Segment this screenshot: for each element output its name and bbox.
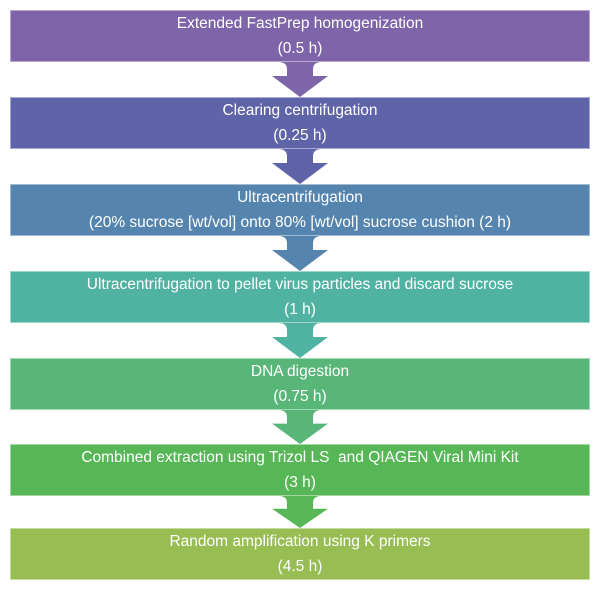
step-duration: (0.25 h) — [273, 127, 327, 144]
step-title: DNA digestion — [250, 363, 350, 380]
down-arrow-icon — [272, 149, 328, 184]
step-box-ultracentrifugation-cushion: Ultracentrifugation (20% sucrose [wt/vol… — [10, 184, 590, 236]
step-duration: (0.5 h) — [277, 40, 323, 57]
step-box-clearing-centrifugation: Clearing centrifugation (0.25 h) — [10, 97, 590, 149]
step-detail: (20% sucrose [wt/vol] onto 80% [wt/vol] … — [88, 214, 512, 231]
step-title: Combined extraction using Trizol LS and … — [81, 449, 519, 466]
step-duration: (0.75 h) — [273, 388, 327, 405]
step-title: Ultracentrifugation — [237, 189, 363, 206]
step-title: Extended FastPrep homogenization — [176, 15, 424, 32]
down-arrow-icon — [272, 410, 328, 444]
step-title: Ultracentrifugation to pellet virus part… — [86, 276, 514, 293]
step-duration: (1 h) — [284, 301, 316, 318]
down-arrow-icon — [272, 236, 328, 271]
step-duration: (3 h) — [284, 474, 316, 491]
down-arrow-icon — [272, 62, 328, 97]
step-box-extended-fastprep-homogenization: Extended FastPrep homogenization (0.5 h) — [10, 10, 590, 62]
step-box-combined-extraction: Combined extraction using Trizol LS and … — [10, 444, 590, 496]
step-box-random-amplification: Random amplification using K primers (4.… — [10, 528, 590, 580]
step-title: Random amplification using K primers — [169, 533, 431, 550]
step-title: Clearing centrifugation — [222, 102, 378, 119]
step-box-ultracentrifugation-pellet: Ultracentrifugation to pellet virus part… — [10, 271, 590, 323]
down-arrow-icon — [272, 496, 328, 528]
step-duration: (4.5 h) — [277, 558, 323, 575]
step-box-dna-digestion: DNA digestion (0.75 h) — [10, 358, 590, 410]
down-arrow-icon — [272, 323, 328, 358]
